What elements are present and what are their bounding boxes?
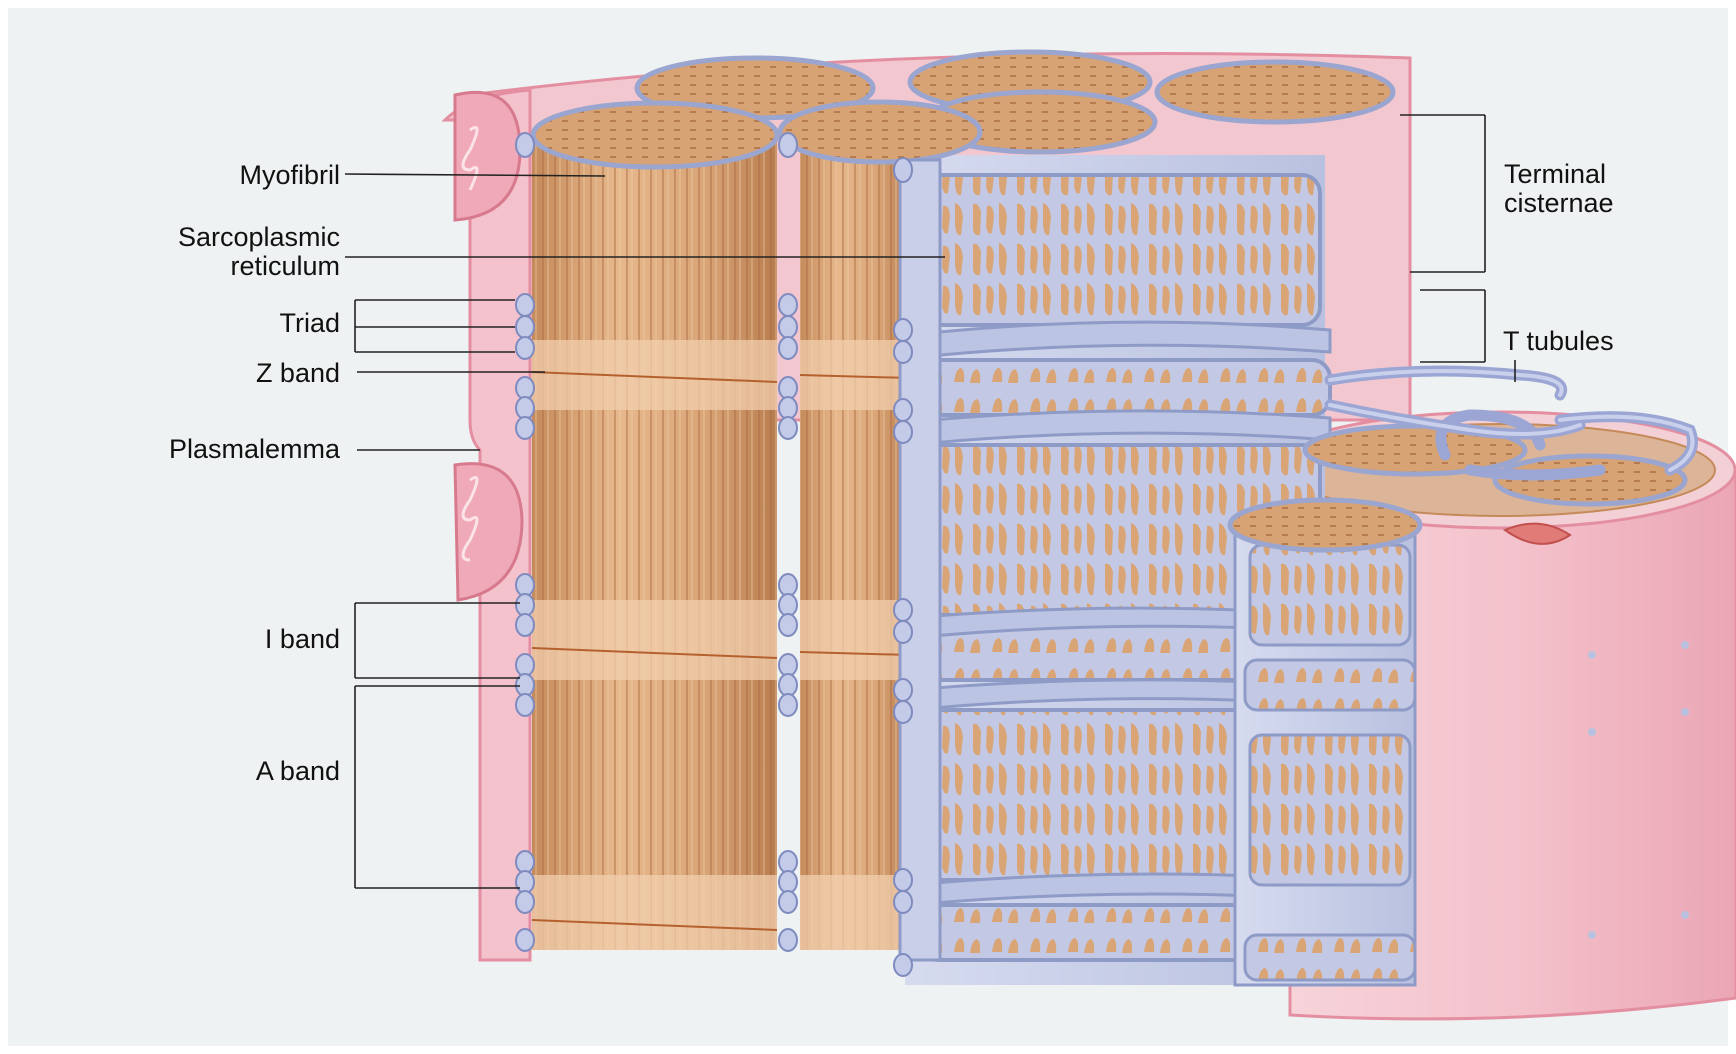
label-terminal-text-1: Terminal [1504,159,1606,189]
label-sarcoplasmic-text-2: reticulum [230,251,340,281]
label-plasmalemma-text: Plasmalemma [169,434,341,464]
label-z-band-text: Z band [256,358,340,388]
label-sarcoplasmic-text-1: Sarcoplasmic [178,222,340,252]
label-myofibril-text: Myofibril [239,160,340,190]
myofibril-column-1 [532,103,777,950]
label-a-band-text: A band [256,756,340,786]
label-i-band-text: I band [265,624,340,654]
label-t-tubules-text: T tubules [1503,326,1614,356]
label-terminal-text-2: cisternae [1504,188,1614,218]
sarcoplasmic-reticulum-front [900,160,940,960]
label-triad-text: Triad [279,308,340,338]
